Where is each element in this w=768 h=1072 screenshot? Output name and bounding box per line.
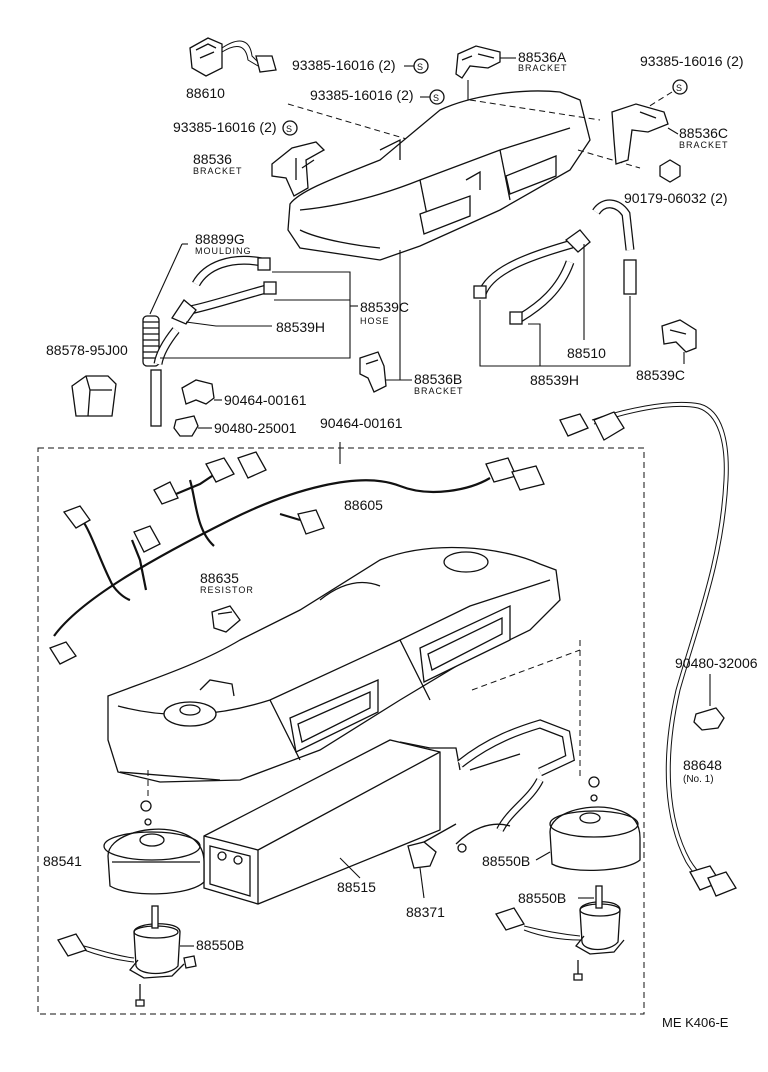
grommet-90480-a xyxy=(173,415,212,437)
label-93385-b: 93385-16016 (2) xyxy=(640,53,744,69)
clip-90464-b xyxy=(661,319,697,364)
label-88536-sub: BRACKET xyxy=(193,166,243,176)
svg-text:S: S xyxy=(676,83,682,93)
label-88536c-sub: BRACKET xyxy=(679,140,729,150)
block-88578 xyxy=(71,375,117,417)
washer-icon xyxy=(590,794,598,802)
label-88371: 88550B xyxy=(482,853,530,869)
label-88550b-a: 88550B xyxy=(196,937,244,953)
harness-88648 xyxy=(559,401,737,897)
grommet-90480-b xyxy=(693,707,725,731)
clip-icon xyxy=(413,58,429,74)
label-88539h-b: 88510 xyxy=(567,345,606,361)
label-88605: 88605 xyxy=(344,497,383,513)
label-88515: 88371 xyxy=(406,904,445,920)
label-88536a-sub: BRACKET xyxy=(518,63,568,73)
label-88539c-b: 88539H xyxy=(530,372,579,388)
upper-duct xyxy=(287,90,591,261)
bracket-88536b xyxy=(359,351,412,393)
motor-88550b-left xyxy=(57,905,197,1007)
clip-icon xyxy=(672,79,688,95)
connector-88610 xyxy=(189,37,277,77)
motor-88550b-right xyxy=(495,885,625,981)
label-88648: 88648 xyxy=(683,757,722,773)
label-90179: 90179-06032 (2) xyxy=(624,190,728,206)
blower-fan-88371 xyxy=(549,806,641,872)
clip-icon xyxy=(429,89,445,105)
bracket-88536 xyxy=(271,141,326,197)
bracket-88536c xyxy=(611,103,679,165)
label-88536: 88536 xyxy=(193,151,232,167)
label-90480-a: 90480-25001 xyxy=(214,420,297,436)
heater-core-88501 xyxy=(203,739,461,905)
clip-90464-a xyxy=(181,379,222,405)
washer-icon xyxy=(144,818,152,826)
label-88539c-hose-sub: HOSE xyxy=(360,316,390,326)
hose-right xyxy=(473,199,637,325)
harness-88605 xyxy=(49,451,545,665)
label-88541: 88541 xyxy=(43,853,82,869)
label-88899g-sub: MOULDING xyxy=(195,246,252,256)
label-88501: 88515 xyxy=(337,879,376,895)
nut-icon xyxy=(140,800,152,812)
label-93385-d: 93385-16016 (2) xyxy=(173,119,277,135)
hose-left xyxy=(150,255,277,427)
label-88510: 90464-00161 xyxy=(320,415,403,431)
label-88550b-b: 88550B xyxy=(518,890,566,906)
nut-icon xyxy=(659,159,681,183)
label-88539c-hose: 88539C xyxy=(360,299,409,315)
label-88536b: 88536B xyxy=(414,371,462,387)
svg-text:S: S xyxy=(417,62,423,72)
label-88648-sub: (No. 1) xyxy=(683,774,714,785)
label-88899g: 88899G xyxy=(195,231,245,247)
moulding-88899g xyxy=(142,243,188,367)
label-90464-b: 88539C xyxy=(636,367,685,383)
unit-boundary xyxy=(37,447,645,1015)
label-88539h-a: 88539H xyxy=(276,319,325,335)
label-93385-a: 93385-16016 (2) xyxy=(292,57,396,73)
nut-icon xyxy=(588,776,600,788)
label-88536c: 88536C xyxy=(679,125,728,141)
svg-text:S: S xyxy=(286,124,292,134)
diagram-code: ME K406-E xyxy=(662,1015,729,1030)
label-88635-sub: RESISTOR xyxy=(200,585,254,595)
clip-icon xyxy=(282,120,298,136)
pipes xyxy=(455,719,576,853)
valve-88515 xyxy=(407,823,457,899)
bracket-88536a xyxy=(455,45,516,104)
label-93385-c: 93385-16016 (2) xyxy=(310,87,414,103)
label-88536b-sub: BRACKET xyxy=(414,386,464,396)
resistor-88635 xyxy=(211,605,241,633)
label-90464-a: 90464-00161 xyxy=(224,392,307,408)
label-90480-b: 90480-32006 xyxy=(675,655,758,671)
label-88635: 88635 xyxy=(200,570,239,586)
label-88578: 88578-95J00 xyxy=(46,342,128,358)
heater-unit xyxy=(107,546,561,783)
label-88610: 88610 xyxy=(186,85,225,101)
label-88536a: 88536A xyxy=(518,49,567,65)
blower-fan-88541 xyxy=(103,828,205,895)
svg-text:S: S xyxy=(433,93,439,103)
